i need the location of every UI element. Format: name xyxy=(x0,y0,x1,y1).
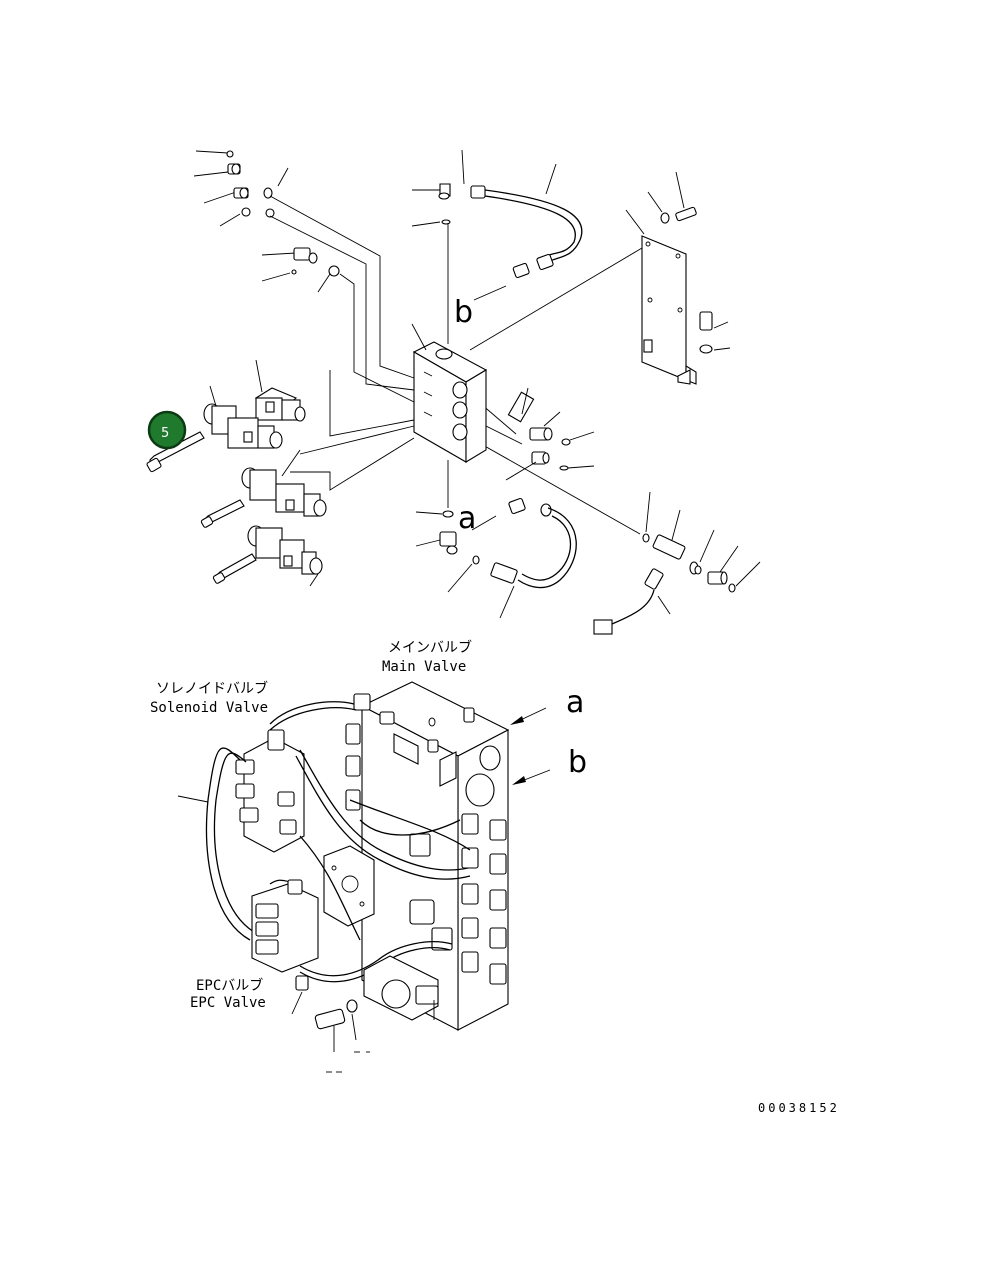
main-valve-label-en: Main Valve xyxy=(382,659,466,675)
arrow-a-lower: a xyxy=(510,685,584,725)
main-valve-spools xyxy=(345,693,453,951)
routing-lines xyxy=(269,195,643,535)
lower-assembly-view: メインバルブ Main Valve ソレノイドバルブ Solenoid Valv… xyxy=(150,639,587,1073)
solenoid-valve-label-jp: ソレノイドバルブ xyxy=(156,680,268,697)
label-b-lower: b xyxy=(568,745,587,780)
sensor-parts-right xyxy=(593,491,761,635)
hoses-assembly xyxy=(205,701,471,983)
upper-exploded-view: b xyxy=(146,149,761,635)
label-a-lower: a xyxy=(566,685,584,720)
arrow-b-lower: b xyxy=(512,745,587,785)
solenoid-valve-assembly xyxy=(177,729,305,853)
hose-top: b xyxy=(411,149,583,330)
leader-lines-top-left xyxy=(193,150,331,293)
epc-valve-assembly xyxy=(251,879,319,1015)
solenoid-valves-exploded xyxy=(146,359,327,587)
label-b-upper: b xyxy=(454,295,473,330)
fittings-manifold-right xyxy=(505,387,595,481)
main-valve-ports xyxy=(461,745,507,985)
hose-lower: a xyxy=(415,497,577,619)
lower-block xyxy=(314,955,439,1073)
label-a-upper: a xyxy=(458,501,476,536)
callout-number: 5 xyxy=(161,426,169,441)
main-valve-body xyxy=(323,681,510,1031)
fittings-top-left xyxy=(226,150,340,277)
bracket-plate xyxy=(625,171,731,385)
manifold-block xyxy=(411,323,488,463)
epc-valve-label-jp: EPCバルブ xyxy=(196,977,263,994)
callout-badge-5[interactable]: 5 xyxy=(147,410,187,450)
epc-valve-label-en: EPC Valve xyxy=(190,995,266,1011)
drawing-number: 00038152 xyxy=(758,1101,840,1115)
main-valve-label-jp: メインバルブ xyxy=(388,639,472,656)
solenoid-valve-label-en: Solenoid Valve xyxy=(150,700,268,716)
